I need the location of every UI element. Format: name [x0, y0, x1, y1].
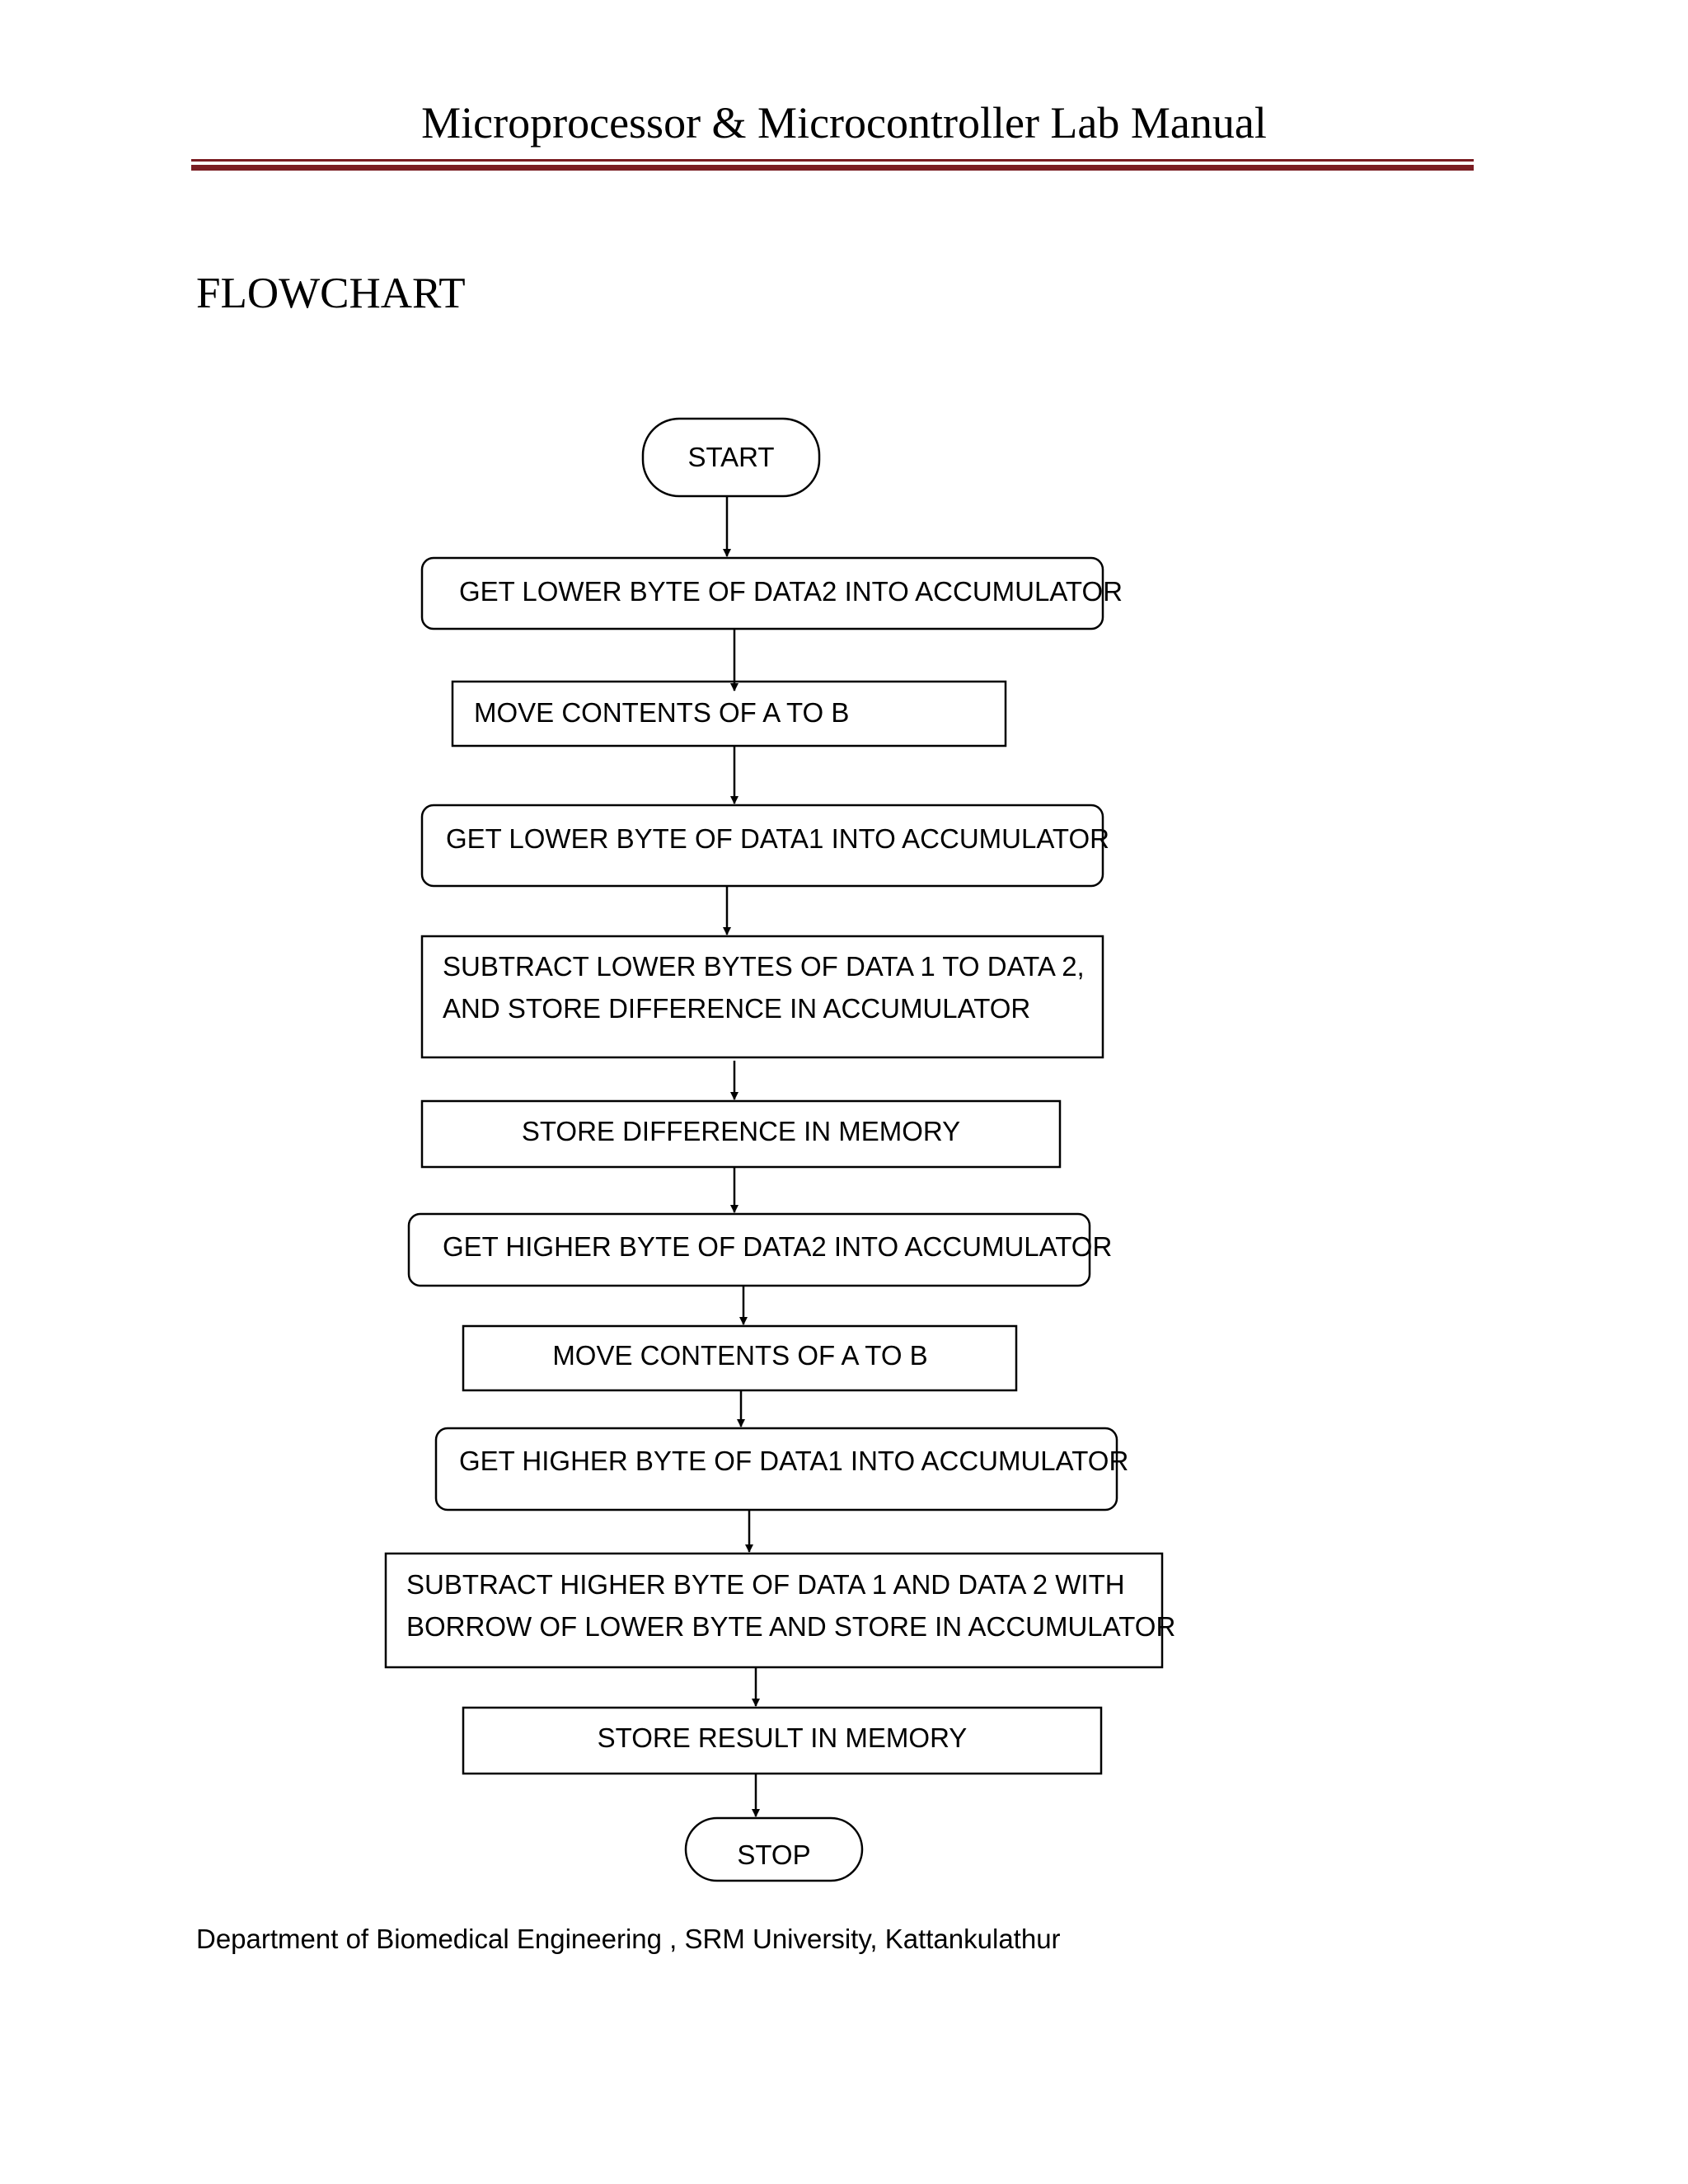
step-5-label: STORE DIFFERENCE IN MEMORY	[522, 1116, 960, 1146]
step-9-box: SUBTRACT HIGHER BYTE OF DATA 1 AND DATA …	[384, 1552, 1175, 1669]
step-7-box: MOVE CONTENTS OF A TO B	[462, 1324, 1018, 1392]
step-6-box: GET HIGHER BYTE OF DATA2 INTO ACCUMULATO…	[407, 1212, 1112, 1287]
section-title: FLOWCHART	[196, 269, 466, 317]
header-rule-thin	[191, 159, 1474, 162]
step-4-label-line-1: SUBTRACT LOWER BYTES OF DATA 1 TO DATA 2…	[443, 951, 1085, 982]
header-rule-thick	[191, 165, 1474, 171]
step-1-label: GET LOWER BYTE OF DATA2 INTO ACCUMULATOR	[459, 576, 1123, 607]
step-5-box: STORE DIFFERENCE IN MEMORY	[420, 1099, 1062, 1169]
step-4-label-line-2: AND STORE DIFFERENCE IN ACCUMULATOR	[443, 993, 1030, 1024]
step-2-box: MOVE CONTENTS OF A TO B	[451, 680, 1007, 748]
step-9-label-line-2: BORROW OF LOWER BYTE AND STORE IN ACCUMU…	[406, 1611, 1175, 1642]
page-footer: Department of Biomedical Engineering , S…	[196, 1924, 1061, 1954]
step-9-label-line-1: SUBTRACT HIGHER BYTE OF DATA 1 AND DATA …	[406, 1569, 1125, 1600]
step-2-label: MOVE CONTENTS OF A TO B	[474, 697, 849, 728]
start-terminal-label: START	[687, 442, 774, 472]
step-10-label: STORE RESULT IN MEMORY	[598, 1722, 968, 1753]
step-8-box: GET HIGHER BYTE OF DATA1 INTO ACCUMULATO…	[434, 1427, 1128, 1511]
stop-terminal-label: STOP	[737, 1840, 810, 1870]
step-4-box: SUBTRACT LOWER BYTES OF DATA 1 TO DATA 2…	[420, 935, 1104, 1059]
start-terminal: START	[641, 417, 821, 498]
step-6-label: GET HIGHER BYTE OF DATA2 INTO ACCUMULATO…	[443, 1231, 1112, 1262]
step-10-box: STORE RESULT IN MEMORY	[462, 1706, 1103, 1775]
step-3-box: GET LOWER BYTE OF DATA1 INTO ACCUMULATOR	[420, 804, 1109, 888]
stop-terminal: STOP	[684, 1816, 864, 1882]
step-8-label: GET HIGHER BYTE OF DATA1 INTO ACCUMULATO…	[459, 1446, 1128, 1476]
step-7-label: MOVE CONTENTS OF A TO B	[552, 1340, 927, 1371]
step-1-box: GET LOWER BYTE OF DATA2 INTO ACCUMULATOR	[420, 556, 1123, 630]
page-header-title: Microprocessor & Microcontroller Lab Man…	[421, 98, 1267, 148]
step-3-label: GET LOWER BYTE OF DATA1 INTO ACCUMULATOR	[446, 823, 1109, 854]
